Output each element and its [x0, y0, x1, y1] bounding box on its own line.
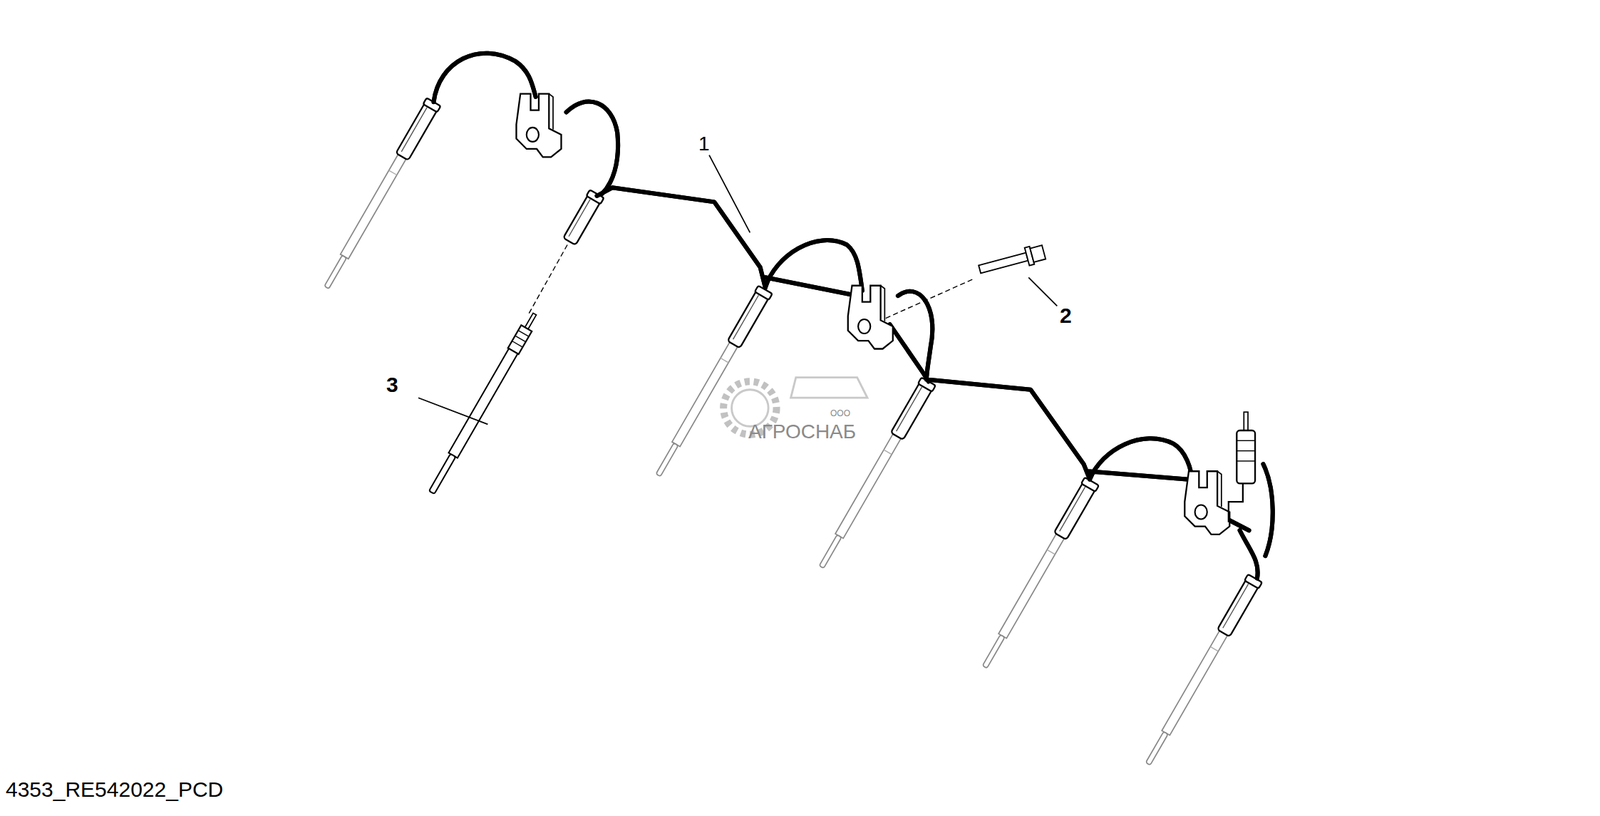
callout-number: 2	[1059, 305, 1072, 327]
watermark: ООО	[830, 409, 851, 418]
callout-number: 1	[698, 133, 710, 154]
watermark: АГРОСНАБ	[748, 421, 856, 442]
callout-number: 3	[386, 374, 399, 396]
drawing-id: 4353_RE542022_PCD	[5, 778, 224, 801]
